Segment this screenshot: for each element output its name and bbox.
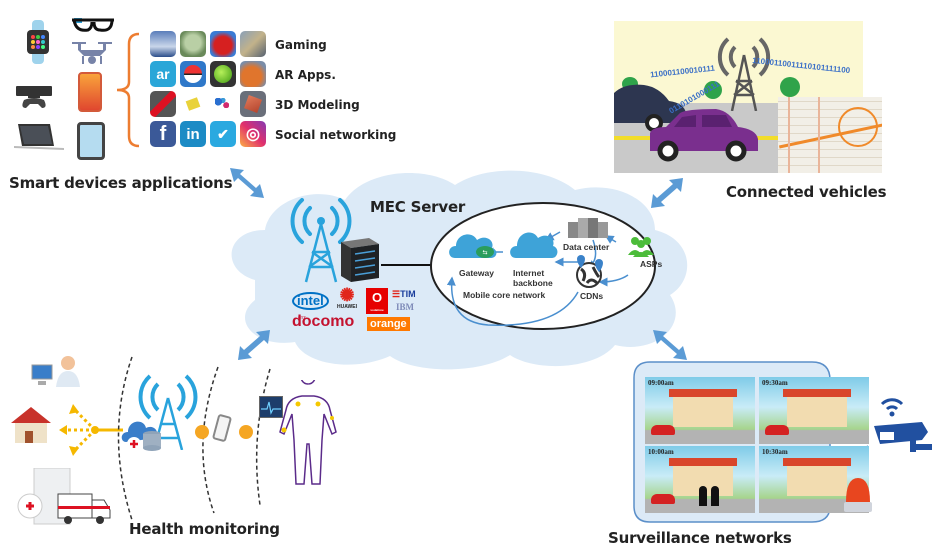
traffic-map (778, 97, 882, 173)
tablet-icon (77, 122, 105, 160)
car-icon (651, 494, 675, 504)
category-label-3d-modeling: 3D Modeling (275, 98, 360, 112)
category-label-ar-apps: AR Apps. (275, 68, 336, 82)
data-distribution-arrows (59, 404, 123, 456)
angry-birds-icon (210, 31, 236, 57)
server-link-line (381, 264, 431, 266)
alarm-beacon-icon (844, 478, 872, 512)
double-arrow-connected-vehicles (651, 178, 683, 208)
car-icon (651, 425, 675, 435)
patient-body-sensors-icon (279, 380, 337, 485)
vendor-logo-intel: intel (292, 292, 329, 310)
vendor-logo-tim: ☰TIM (392, 289, 416, 299)
green-ball-app-icon (210, 61, 236, 87)
signal-range-arcs (117, 356, 271, 521)
asps-label: ASPs (640, 259, 663, 269)
ecg-monitor-icon (259, 396, 283, 418)
security-camera-icon (874, 398, 932, 452)
basketball-ar-icon (240, 61, 266, 87)
smartwatch-icon (27, 20, 49, 64)
linkedin-icon: in (180, 121, 206, 147)
surveillance-label: Surveillance networks (608, 529, 792, 547)
health-cloud-database-icon (121, 421, 161, 451)
smart-devices-label: Smart devices applications (9, 174, 233, 192)
3d-tool-red-icon (150, 91, 176, 117)
smart-glasses-icon (72, 18, 114, 32)
binary-string-1: 110001100010111 (649, 63, 716, 80)
racing-game-icon (150, 31, 176, 57)
double-arrow-smart-devices (230, 168, 264, 198)
internet-backbone-label-line1: Internet (513, 268, 545, 278)
cdns-label: CDNs (580, 291, 604, 301)
bracket-connector (116, 32, 140, 148)
drone-icon (72, 42, 112, 64)
double-arrow-health (238, 330, 270, 360)
internet-backbone-label-line2: backbone (513, 278, 553, 288)
base-station-tower-icon (290, 198, 352, 283)
twitter-icon: ✔ (210, 121, 236, 147)
connector-dot-1 (195, 425, 209, 439)
category-label-gaming: Gaming (275, 38, 327, 52)
mobile-core-network-label: Mobile core network (463, 290, 546, 300)
purple-car-icon (650, 109, 758, 162)
3d-tool-yellow-icon (180, 91, 206, 117)
laptop-icon (14, 124, 64, 150)
mec-server-label: MEC Server (370, 198, 466, 216)
zombie-game-icon (180, 31, 206, 57)
vendor-logo-ibm: IBM (396, 302, 414, 312)
svg-text:⇆: ⇆ (482, 249, 487, 256)
asps-users-icon (628, 237, 654, 257)
shooter-game-icon (240, 31, 266, 57)
data-center-icon (568, 218, 608, 238)
server-rack-icon (341, 238, 379, 282)
connector-dot-2 (239, 425, 253, 439)
3d-tool-blocks-icon (210, 91, 236, 117)
ar-app-icon: ar (150, 61, 176, 87)
internet-backbone-cloud-icon (510, 232, 558, 258)
cell-tower-icon (717, 37, 771, 111)
gateway-label: Gateway (459, 268, 494, 278)
smartphone-icon (78, 72, 102, 112)
game-console-icon (16, 86, 52, 108)
camera-frame-3: 10:00am (645, 446, 755, 513)
doctor-workstation-icon (31, 356, 80, 387)
home-icon (11, 407, 51, 443)
3d-cube-icon (240, 91, 266, 117)
vendor-logo-orange: orange (367, 317, 410, 331)
facebook-icon: f (150, 121, 176, 147)
vendor-logo-huawei: ✺ HUAWEI (337, 285, 357, 310)
intruder-icon (699, 486, 707, 506)
data-center-label: Data center (563, 242, 610, 252)
intruder-icon (711, 486, 719, 506)
gateway-cloud-icon: ⇆ (449, 234, 497, 258)
hospital-icon (17, 468, 71, 525)
camera-frame-2: 09:30am (759, 377, 869, 444)
double-arrow-surveillance (653, 330, 687, 360)
health-monitoring-label: Health monitoring (129, 520, 280, 538)
pokemon-go-icon (180, 61, 206, 87)
car-icon (765, 425, 789, 435)
instagram-icon: ◎ (240, 121, 266, 147)
cdns-globe-icon (576, 255, 603, 288)
camera-frame-1: 09:00am (645, 377, 755, 444)
connected-vehicles-label: Connected vehicles (726, 183, 887, 201)
ambulance-icon (57, 493, 111, 524)
health-tower-icon (138, 374, 198, 450)
category-label-social-networking: Social networking (275, 128, 397, 142)
